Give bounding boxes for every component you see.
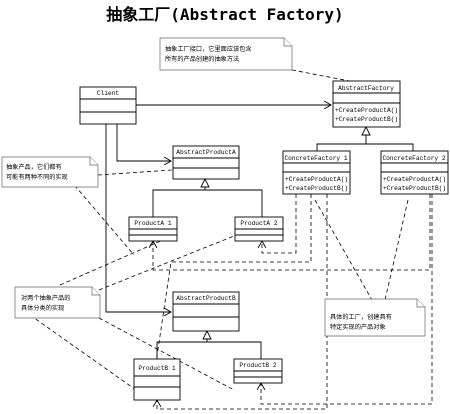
concrete-factory-1-method-b: +CreateProductB()	[285, 185, 348, 192]
abstract-factory-method-a: +CreateProductA()	[335, 107, 398, 114]
class-product-b2[interactable]: ProductB 2	[233, 358, 283, 384]
class-product-b1-name: ProductB 1	[138, 365, 175, 372]
class-concrete-factory-1-name: ConcreteFactory 1	[284, 155, 347, 162]
note-concrete-factories-connector-2	[384, 199, 409, 301]
class-concrete-factory-2[interactable]: ConcreteFactory 2 +CreateProductA() +Cre…	[380, 150, 449, 195]
productA-inheritance-lines	[152, 189, 263, 217]
svg-text:可能有两种不同的实现: 可能有两种不同的实现	[6, 173, 68, 181]
cf2-creates-productA1-dependency	[153, 194, 431, 271]
class-abstract-product-a[interactable]: AbstractProductA	[172, 145, 240, 180]
client-to-productA-association	[116, 124, 171, 161]
svg-text:抽象工厂接口，它里面应该包含: 抽象工厂接口，它里面应该包含	[165, 45, 252, 53]
factory-inheritance-lines	[316, 143, 414, 151]
svg-text:具体分类的实现: 具体分类的实现	[21, 304, 64, 312]
productB-inheritance-lines	[156, 341, 262, 359]
class-product-a1[interactable]: ProductA 1	[128, 216, 178, 242]
productA-inheritance-triangle	[200, 177, 210, 188]
class-product-a2[interactable]: ProductA 2	[234, 216, 284, 242]
note-concrete-products: 对两个抽象产品的 具体分类的实现	[14, 286, 101, 319]
class-client[interactable]: Client	[79, 86, 137, 125]
note-abstract-product: 抽象产品，它们都有 可能有两种不同的实现	[1, 156, 99, 188]
client-to-productB-association	[105, 124, 171, 312]
class-product-a1-name: ProductA 1	[134, 220, 171, 227]
cf2-creates-productB2-dependency	[261, 194, 433, 405]
class-abstract-factory-name: AbstractFactory	[338, 85, 394, 92]
productB-inheritance-triangle	[202, 329, 212, 340]
class-concrete-factory-1[interactable]: ConcreteFactory 1 +CreateProductA() +Cre…	[282, 150, 351, 195]
diagram-title: 抽象工厂(Abstract Factory)	[106, 5, 343, 24]
note-concrete-products-connector-b1	[29, 314, 137, 391]
svg-text:抽象产品，它们都有: 抽象产品，它们都有	[6, 163, 62, 171]
cf1-creates-productA2-dependency	[262, 194, 297, 254]
class-product-b1[interactable]: ProductB 1	[133, 358, 181, 401]
class-abstract-product-b[interactable]: AbstractProductB	[172, 291, 240, 332]
note-factory-interface: 抽象工厂接口，它里面应该包含 所有的产品创建的抽象方法	[159, 37, 293, 71]
cf1-creates-productB1-dependency	[152, 194, 312, 384]
concrete-factory-2-method-b: +CreateProductB()	[383, 185, 446, 192]
svg-text:特定实现的产品对象: 特定实现的产品对象	[330, 323, 386, 331]
class-concrete-factory-2-name: ConcreteFactory 2	[382, 155, 445, 162]
class-abstract-factory[interactable]: AbstractFactory +CreateProductA() +Creat…	[332, 80, 401, 128]
note-concrete-products-connector-a2	[98, 235, 235, 291]
class-product-b2-name: ProductB 2	[239, 362, 276, 369]
concrete-factory-2-method-a: +CreateProductA()	[383, 176, 446, 183]
note-concrete-factories-connector-1	[314, 199, 373, 301]
svg-text:所有的产品创建的抽象方法: 所有的产品创建的抽象方法	[165, 55, 239, 63]
note-concrete-factories: 具体的工厂，创建具有 特定实现的产品对象	[324, 298, 426, 337]
factory-inheritance-triangle	[361, 125, 371, 136]
note-concrete-products-connector-a1	[59, 235, 173, 286]
class-abstract-product-b-name: AbstractProductB	[176, 295, 236, 302]
class-client-name: Client	[97, 90, 120, 97]
note-abstract-product-connector	[97, 169, 173, 176]
client-to-productB1-dash	[69, 179, 135, 256]
class-product-a2-name: ProductA 2	[240, 220, 277, 227]
concrete-factory-1-method-a: +CreateProductA()	[285, 176, 348, 183]
class-abstract-product-a-name: AbstractProductA	[176, 149, 236, 156]
abstract-factory-method-b: +CreateProductB()	[335, 116, 398, 123]
svg-text:对两个抽象产品的: 对两个抽象产品的	[21, 294, 71, 302]
svg-text:具体的工厂，创建具有: 具体的工厂，创建具有	[330, 313, 392, 321]
note-concrete-products-connector-b2	[98, 317, 235, 391]
